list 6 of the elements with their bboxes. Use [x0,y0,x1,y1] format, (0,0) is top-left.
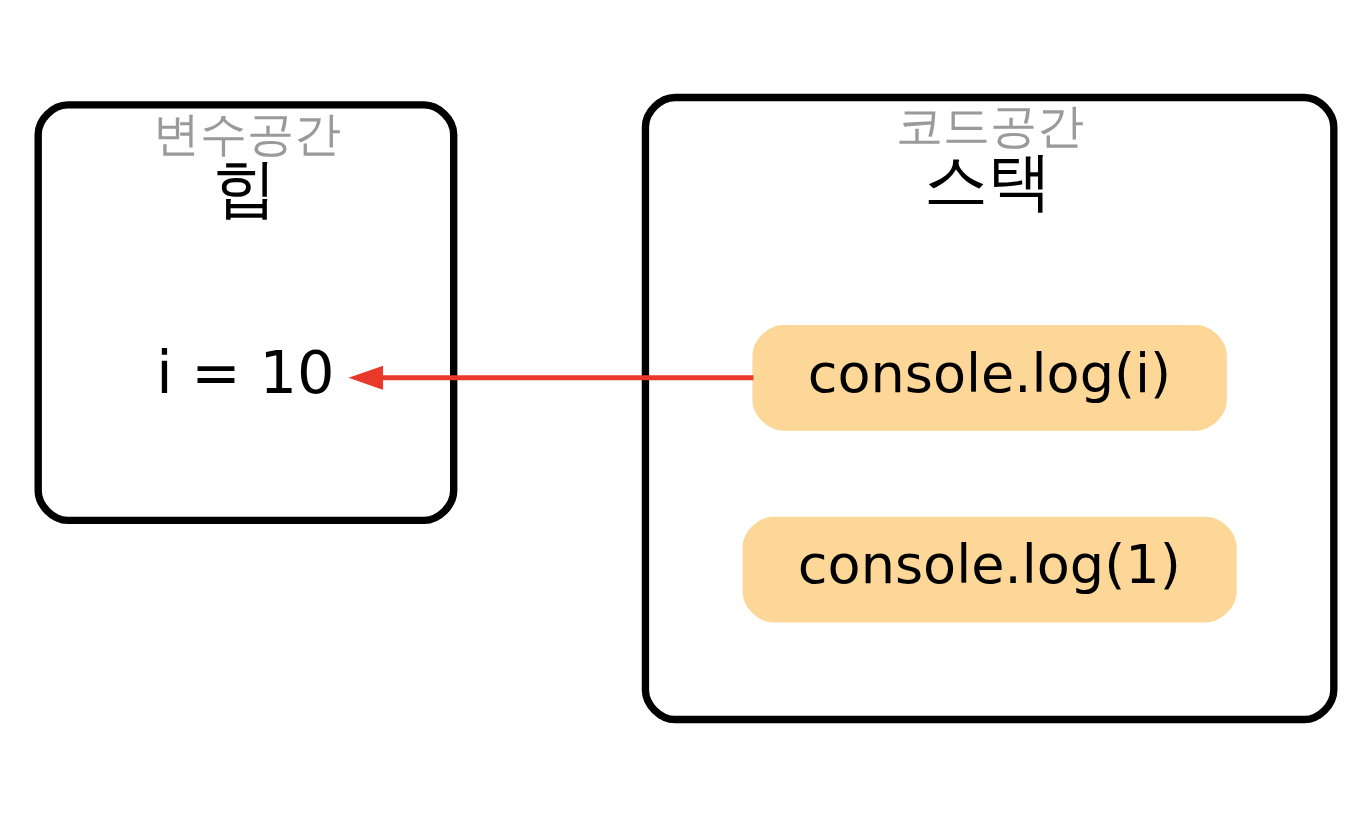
node-text: i = 10 [156,337,335,407]
node-box: console.log(1) [742,516,1237,622]
node-label: 코드공간 [896,98,1085,153]
node-label: 변수공간 [152,106,341,161]
arrow [348,365,754,390]
node-box: console.log(i) [752,324,1227,431]
